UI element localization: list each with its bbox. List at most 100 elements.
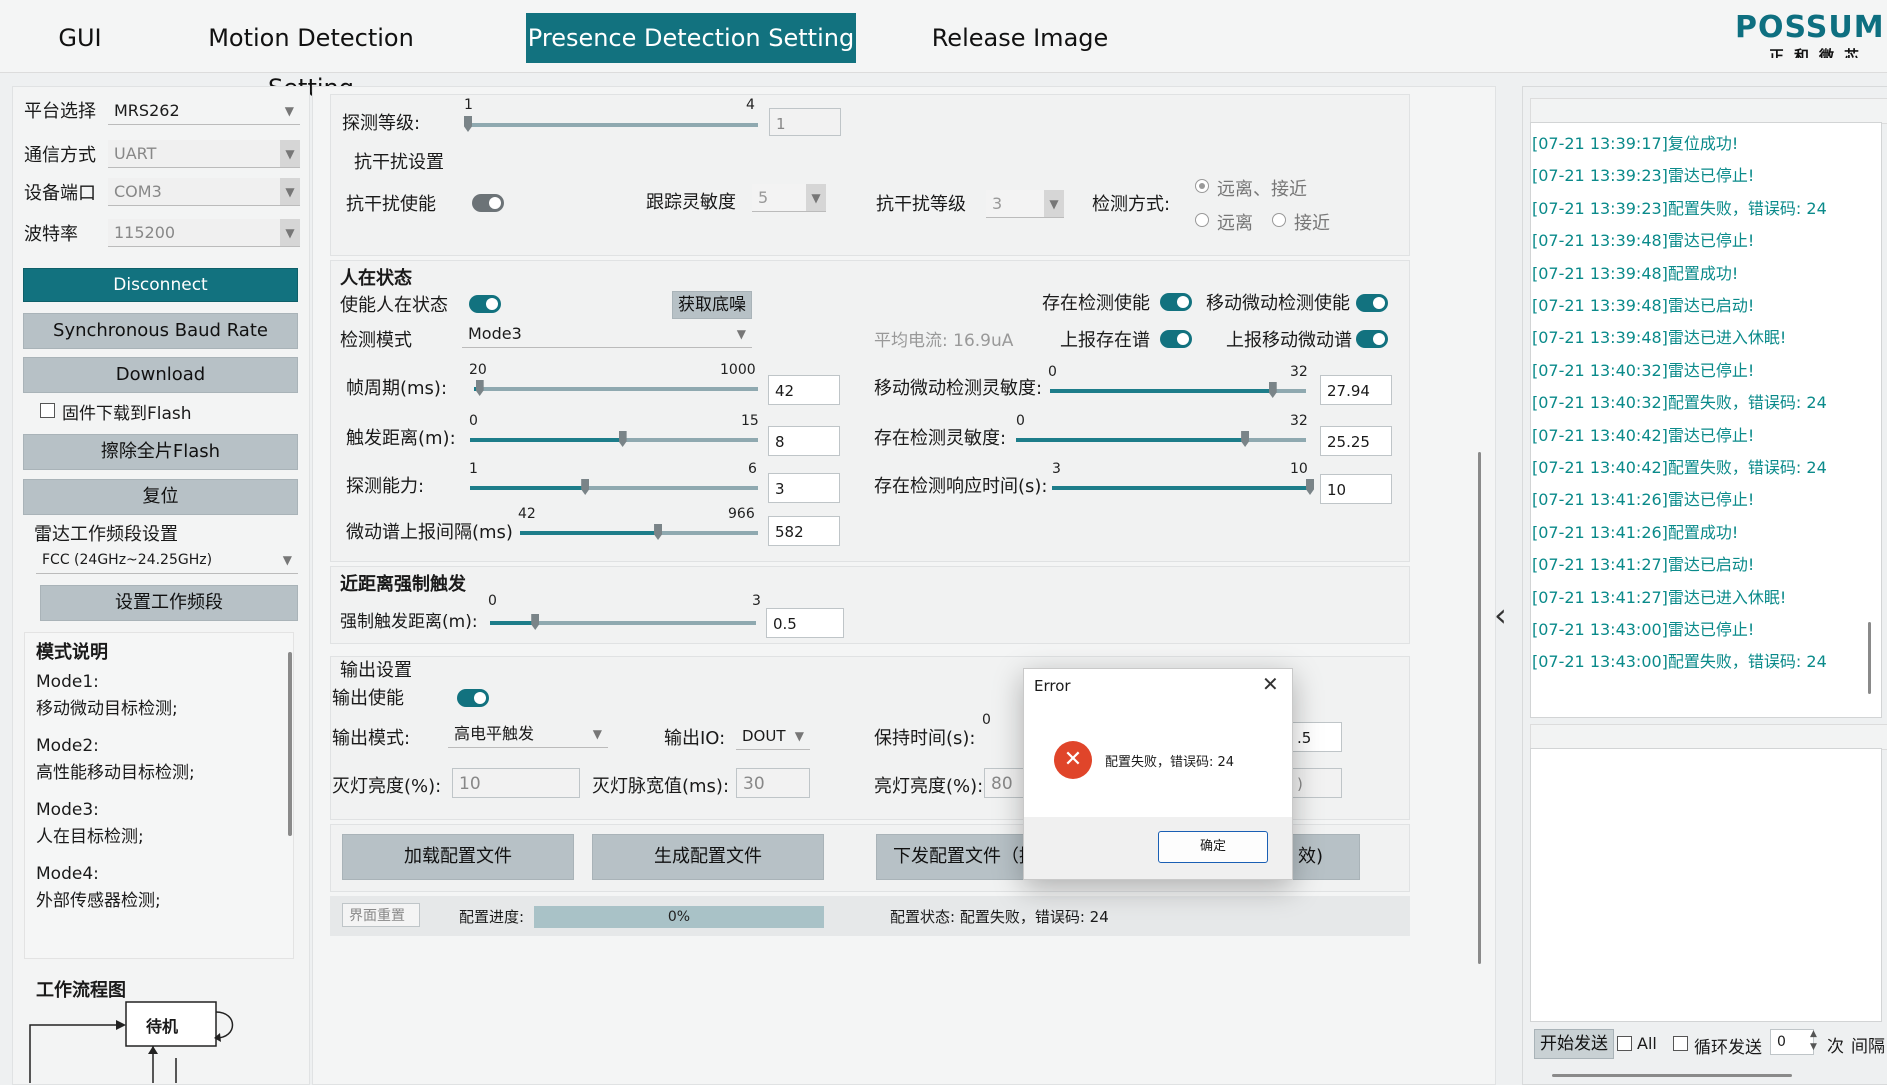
anti-enable-toggle[interactable] [472, 194, 504, 212]
interval-slider[interactable] [520, 524, 758, 540]
anti-level-select[interactable]: 3▼ [986, 190, 1064, 218]
sync-baud-button[interactable]: Synchronous Baud Rate [23, 313, 298, 349]
on-bright-input[interactable]: 80 [984, 768, 1024, 798]
chevron-down-icon: ▼ [1044, 190, 1064, 217]
resp-input[interactable]: 10 [1320, 474, 1392, 504]
hold-label: 保持时间(s): [874, 728, 976, 749]
flow-standby: 待机 [146, 1017, 179, 1036]
ability-input[interactable]: 3 [768, 473, 840, 503]
level-input[interactable]: 1 [769, 108, 841, 136]
on-extra-input[interactable]: ) [1290, 768, 1342, 798]
platform-select[interactable]: MRS262▼ [108, 97, 300, 125]
reset-button[interactable]: 复位 [23, 479, 298, 515]
chevron-down-icon: ▼ [280, 219, 300, 246]
trigger-slider[interactable] [470, 431, 758, 447]
ability-slider[interactable] [470, 479, 758, 495]
loop-send-checkbox[interactable] [1673, 1036, 1688, 1051]
platform-label: 平台选择 [24, 101, 96, 122]
near-slider[interactable] [490, 614, 756, 630]
report-micro-toggle[interactable] [1356, 330, 1388, 348]
comm-select[interactable]: UART▼ [108, 140, 300, 168]
dialog-message: 配置失败，错误码: 24 [1105, 755, 1235, 770]
output-mode-select[interactable]: 高电平触发▼ [448, 720, 608, 748]
tab-presence-detection[interactable]: Presence Detection Setting [526, 13, 856, 63]
loop-count-input[interactable]: 0 [1770, 1029, 1814, 1055]
near-section [330, 566, 1410, 644]
mode-scrollbar[interactable] [288, 652, 292, 836]
tab-release-image[interactable]: Release Image [931, 24, 1109, 52]
band-select[interactable]: FCC (24GHz~24.25GHz)▼ [36, 546, 298, 574]
slider-thumb[interactable] [1241, 431, 1250, 447]
mode4-desc: 外部传感器检测; [36, 891, 161, 911]
micro-sens-input[interactable]: 27.94 [1320, 375, 1392, 405]
close-icon[interactable]: ✕ [1262, 672, 1279, 696]
slider-thumb[interactable] [581, 479, 590, 495]
start-send-button[interactable]: 开始发送 [1534, 1029, 1614, 1059]
off-pulse-input[interactable]: 30 [736, 768, 810, 798]
slider-thumb[interactable] [618, 431, 627, 447]
mode-select[interactable]: Mode3▼ [462, 320, 752, 348]
slider-thumb[interactable] [1306, 479, 1314, 495]
collapse-arrow-icon[interactable]: ‹ [1494, 596, 1507, 634]
disconnect-button[interactable]: Disconnect [23, 268, 298, 302]
exist-sens-input[interactable]: 25.25 [1320, 426, 1392, 456]
hold-input[interactable]: .5 [1290, 722, 1342, 752]
tab-motion-detection[interactable]: Motion Detection Setting [208, 24, 414, 102]
config-scrollbar[interactable] [1478, 452, 1481, 964]
presence-enable-toggle[interactable] [469, 295, 501, 313]
baud-select[interactable]: 115200▼ [108, 219, 300, 247]
micro-enable-toggle[interactable] [1356, 294, 1388, 312]
dialog-ok-button[interactable]: 确定 [1158, 831, 1268, 863]
report-exist-toggle[interactable] [1160, 330, 1192, 348]
slider-thumb[interactable] [654, 524, 663, 540]
config-status: 配置状态: 配置失败，错误码: 24 [890, 908, 1109, 926]
exist-sens-max: 32 [1290, 413, 1308, 429]
all-checkbox[interactable] [1617, 1036, 1632, 1051]
output-enable-toggle[interactable] [457, 689, 489, 707]
slider-thumb[interactable] [531, 614, 540, 630]
radio-away[interactable] [1195, 213, 1209, 227]
interval-label: 微动谱上报间隔(ms) [346, 522, 513, 543]
erase-flash-button[interactable]: 擦除全片Flash [23, 434, 298, 470]
frame-input[interactable]: 42 [768, 375, 840, 405]
tab-gui[interactable]: GUI [58, 24, 102, 52]
generate-config-button[interactable]: 生成配置文件 [592, 834, 824, 880]
level-max: 4 [746, 97, 755, 113]
flash-checkbox[interactable] [40, 403, 55, 418]
load-config-button[interactable]: 加载配置文件 [342, 834, 574, 880]
anti-title: 抗干扰设置 [354, 152, 444, 173]
spinner-arrows-icon[interactable]: ▲▼ [1810, 1029, 1817, 1052]
get-noise-button[interactable]: 获取底噪 [672, 291, 752, 319]
exist-enable-toggle[interactable] [1160, 293, 1192, 311]
track-select[interactable]: 5▼ [752, 184, 826, 212]
log-entry: [07-21 13:41:27]雷达已启动! [1532, 555, 1755, 575]
reset-ui-button[interactable]: 界面重置 [342, 903, 420, 927]
resp-slider[interactable] [1052, 479, 1314, 495]
slider-thumb[interactable] [464, 116, 472, 132]
send-input-area[interactable] [1530, 748, 1882, 1022]
log-scrollbar[interactable] [1868, 622, 1871, 694]
trigger-input[interactable]: 8 [768, 426, 840, 456]
radio-approach[interactable] [1272, 213, 1286, 227]
download-button[interactable]: Download [23, 357, 298, 393]
off-bright-input[interactable]: 10 [452, 768, 580, 798]
frame-slider[interactable] [474, 380, 758, 396]
log-entry: [07-21 13:39:48]雷达已进入休眠! [1532, 328, 1787, 348]
micro-sens-slider[interactable] [1050, 382, 1306, 398]
level-slider[interactable] [464, 116, 758, 132]
slider-thumb[interactable] [1268, 382, 1277, 398]
set-band-button[interactable]: 设置工作频段 [40, 585, 298, 621]
progress-label: 配置进度: [459, 908, 525, 926]
slider-thumb[interactable] [475, 380, 484, 396]
port-select[interactable]: COM3▼ [108, 178, 300, 206]
output-io-select[interactable]: DOUT▼ [736, 722, 810, 750]
radio-away-approach[interactable] [1195, 179, 1209, 193]
exist-sens-slider[interactable] [1016, 431, 1306, 447]
send-config-tail: 效) [1297, 846, 1323, 867]
output-title: 输出设置 [340, 660, 412, 681]
near-input[interactable]: 0.5 [766, 608, 844, 638]
band-title: 雷达工作频段设置 [34, 524, 178, 545]
interval-input[interactable]: 582 [768, 516, 840, 546]
log-entry: [07-21 13:43:00]雷达已停止! [1532, 620, 1755, 639]
bottom-scrollbar[interactable] [1552, 1074, 1792, 1077]
